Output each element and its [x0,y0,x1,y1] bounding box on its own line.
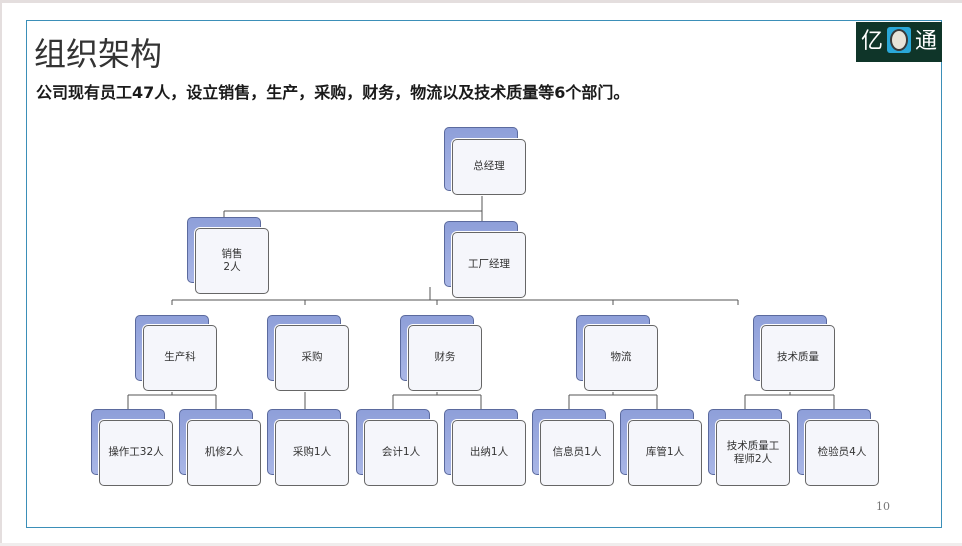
page-title: 组织架构 [34,35,163,73]
org-node-technical-quality: 技术质量 [753,315,835,391]
page-number: 10 [876,500,890,513]
org-node-finance: 财务 [400,315,482,391]
org-node-label: 总经理 [473,160,505,173]
circle-emblem-icon [886,26,912,58]
org-node-operators: 操作工32人 [91,409,173,486]
org-node-label: 机修2人 [204,446,244,459]
org-node-label: 会计1人 [381,446,421,459]
org-node-plant-manager: 工厂经理 [444,221,526,298]
page-subtitle: 公司现有员工47人，设立销售，生产，采购，财务，物流以及技术质量等6个部门。 [36,83,630,102]
org-node-label: 工厂经理 [468,258,510,271]
org-connector-lines [127,192,835,410]
org-node-label: 销售 2人 [221,247,243,273]
org-node-label: 物流 [610,351,632,364]
org-node-general-manager: 总经理 [444,127,526,195]
org-node-sales: 销售 2人 [187,217,269,294]
org-node-label: 库管1人 [645,446,685,459]
org-node-purchasing: 采购 [267,315,349,391]
org-node-production: 生产科 [135,315,217,391]
org-node-logistics: 物流 [576,315,658,391]
logo-right-char: 通 [915,29,938,54]
org-node-accountant: 会计1人 [356,409,438,486]
org-node-inspector: 检验员4人 [797,409,879,486]
org-node-label: 采购1人 [292,446,332,459]
org-node-cashier: 出纳1人 [444,409,526,486]
org-node-maintenance: 机修2人 [179,409,261,486]
org-node-label: 操作工32人 [108,446,164,459]
org-node-label: 检验员4人 [817,446,867,459]
org-node-label: 采购 [301,351,323,364]
org-node-label: 生产科 [164,351,196,364]
slide-frame [26,20,942,528]
org-node-quality-engineer: 技术质量工 程师2人 [708,409,790,486]
org-node-purchaser: 采购1人 [267,409,349,486]
logo-left-char: 亿 [860,29,883,54]
org-node-label: 出纳1人 [469,446,509,459]
org-node-label: 信息员1人 [552,446,602,459]
org-node-label: 财务 [434,351,456,364]
org-node-warehouse-keeper: 库管1人 [620,409,702,486]
org-node-label: 技术质量工 程师2人 [726,439,780,465]
org-node-label: 技术质量 [777,351,819,364]
company-logo: 亿 通 [856,22,942,62]
org-node-info-clerk: 信息员1人 [532,409,614,486]
